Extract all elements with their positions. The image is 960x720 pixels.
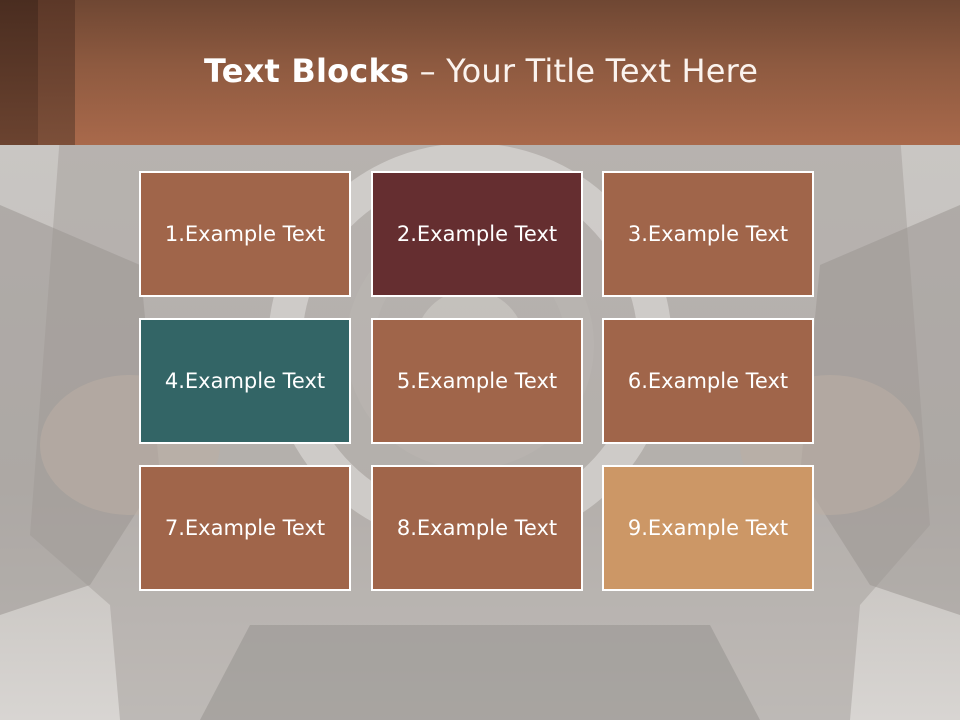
text-block-2[interactable]: 2.Example Text: [371, 171, 583, 297]
text-block-8[interactable]: 8.Example Text: [371, 465, 583, 591]
text-block-7[interactable]: 7.Example Text: [139, 465, 351, 591]
text-block-label: 7.Example Text: [164, 516, 326, 540]
text-block-4[interactable]: 4.Example Text: [139, 318, 351, 444]
slide-title: Text Blocks – Your Title Text Here: [204, 52, 758, 100]
text-block-1[interactable]: 1.Example Text: [139, 171, 351, 297]
text-block-label: 3.Example Text: [627, 222, 789, 246]
text-block-label: 1.Example Text: [164, 222, 326, 246]
text-block-5[interactable]: 5.Example Text: [371, 318, 583, 444]
title-rest: Your Title Text Here: [446, 52, 759, 90]
text-block-label: 6.Example Text: [627, 369, 789, 393]
text-block-label: 9.Example Text: [627, 516, 789, 540]
text-block-6[interactable]: 6.Example Text: [602, 318, 814, 444]
text-block-9[interactable]: 9.Example Text: [602, 465, 814, 591]
header-accent-dark: [0, 0, 38, 145]
title-bold: Text Blocks: [204, 52, 410, 90]
text-block-3[interactable]: 3.Example Text: [602, 171, 814, 297]
header-accent-mid: [38, 0, 75, 145]
title-separator: –: [409, 52, 447, 90]
text-block-label: 5.Example Text: [396, 369, 558, 393]
text-block-label: 2.Example Text: [396, 222, 558, 246]
text-block-label: 4.Example Text: [164, 369, 326, 393]
header-bar: Text Blocks – Your Title Text Here: [0, 0, 960, 145]
text-block-label: 8.Example Text: [396, 516, 558, 540]
